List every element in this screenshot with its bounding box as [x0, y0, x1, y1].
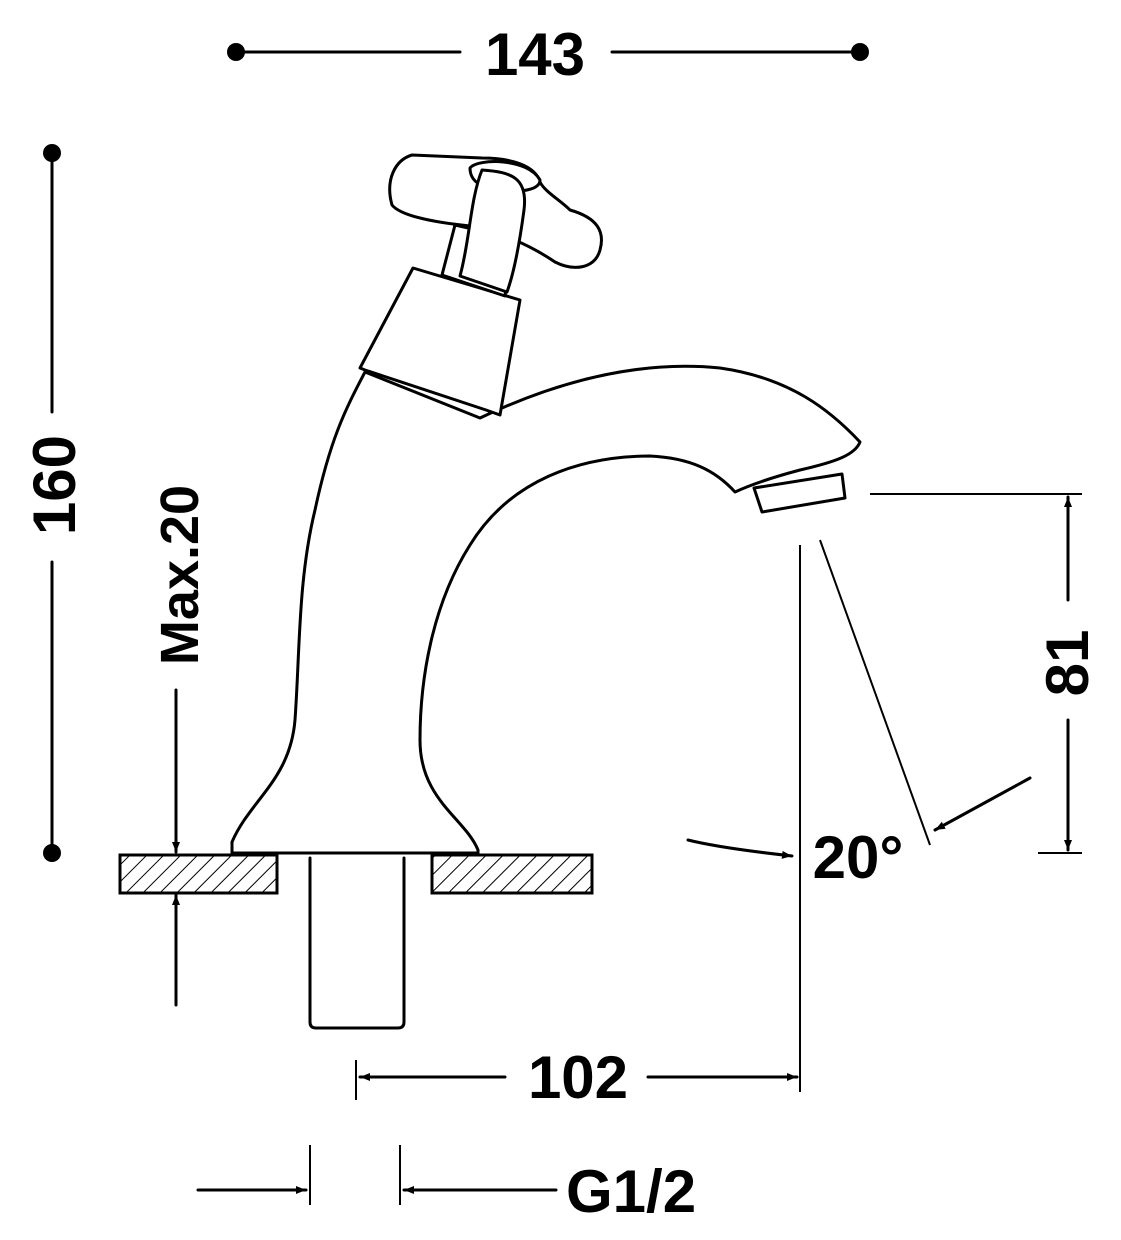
- faucet-body: [230, 153, 862, 855]
- valve-bonnet: [358, 266, 522, 417]
- overall-width-label: 143: [485, 21, 585, 88]
- dimension-deck-thickness: Max.20: [150, 485, 210, 1007]
- dimension-thread: G1/2: [196, 1145, 696, 1225]
- dimension-overall-height: 160: [21, 144, 88, 862]
- spout-reach-label: 102: [528, 1044, 628, 1111]
- handle-front-arm: [458, 168, 527, 294]
- threaded-shank: [308, 856, 406, 1030]
- dimension-overall-width: 143: [227, 21, 869, 88]
- overall-height-label: 160: [21, 435, 88, 535]
- dimension-spout-reach: 102: [355, 545, 801, 1111]
- dimension-spout-angle: 20°: [686, 539, 1032, 891]
- spout: [230, 364, 862, 855]
- aerator: [752, 472, 847, 514]
- thread-label: G1/2: [566, 1158, 696, 1225]
- spout-angle-label: 20°: [813, 824, 904, 891]
- dimension-spout-height: 81: [870, 493, 1101, 854]
- deck-section: [118, 853, 594, 895]
- deck-thickness-label: Max.20: [150, 485, 210, 665]
- spout-height-label: 81: [1034, 630, 1101, 697]
